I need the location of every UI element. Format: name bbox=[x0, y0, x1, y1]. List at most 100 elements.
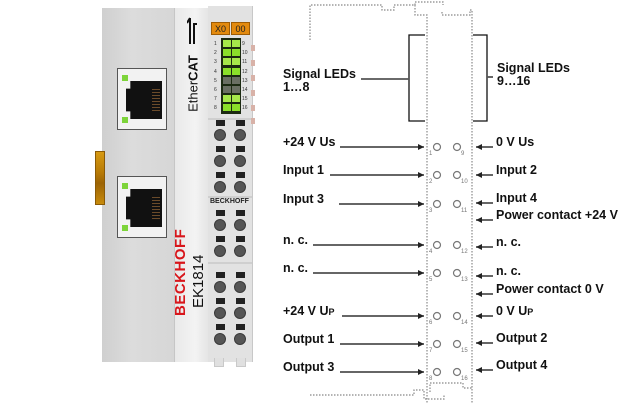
release-slot bbox=[236, 236, 245, 242]
led-number: 4 bbox=[214, 68, 217, 75]
right-terminal-label: Input 2 bbox=[496, 164, 537, 177]
label-text: Input 4 bbox=[496, 191, 537, 205]
signal-led-on bbox=[223, 58, 231, 66]
label-subscript: P bbox=[527, 307, 534, 317]
label-text: n. c. bbox=[496, 264, 522, 278]
led-number: 7 bbox=[214, 96, 217, 103]
led-number: 11 bbox=[242, 59, 248, 66]
power-contact-label: Power contact 0 V bbox=[496, 283, 604, 296]
led-number: 1 bbox=[214, 41, 217, 47]
terminal-point bbox=[432, 142, 442, 152]
arrowhead-icon bbox=[418, 270, 424, 276]
left-terminal-label: Input 3 bbox=[283, 193, 324, 206]
terminal-number: 14 bbox=[461, 320, 468, 326]
label-text: n. c. bbox=[496, 235, 522, 249]
terminal-point bbox=[452, 199, 462, 209]
wire-entry-hole bbox=[214, 245, 226, 257]
wire-entry-hole bbox=[214, 181, 226, 193]
terminal-divider bbox=[208, 262, 252, 264]
power-contact-tab bbox=[251, 75, 255, 81]
terminal-number: 3 bbox=[429, 208, 433, 214]
terminal-number: 9 bbox=[461, 151, 465, 157]
release-slot bbox=[236, 324, 245, 330]
led-header-00: 00 bbox=[231, 22, 250, 35]
arrowhead-icon bbox=[476, 200, 482, 206]
led-number: 16 bbox=[242, 105, 248, 112]
led-number: 6 bbox=[214, 87, 217, 93]
act-led bbox=[122, 117, 128, 123]
label-text: Output 2 bbox=[496, 331, 548, 345]
label-text: n. c. bbox=[283, 233, 309, 247]
right-terminal-label: Output 4 bbox=[496, 359, 547, 372]
arrowhead-icon bbox=[476, 144, 482, 150]
terminal-point bbox=[452, 367, 462, 377]
terminal-point bbox=[452, 170, 462, 180]
release-slot bbox=[236, 272, 245, 278]
release-slot bbox=[216, 210, 225, 216]
terminal-divider bbox=[208, 118, 252, 120]
wire-entry-hole bbox=[234, 281, 246, 293]
label-text: Power contact +24 V bbox=[496, 208, 618, 222]
right-terminal-label: 0 V UP bbox=[496, 305, 533, 319]
release-slot bbox=[236, 120, 245, 126]
led-window bbox=[221, 38, 241, 114]
terminal-number: 8 bbox=[429, 376, 433, 382]
led-number: 8 bbox=[214, 105, 217, 112]
signal-leds-left-label: Signal LEDs 1…8 bbox=[283, 68, 356, 94]
terminal-number: 10 bbox=[461, 179, 468, 185]
arrowhead-icon bbox=[418, 341, 424, 347]
power-contact-tab bbox=[251, 118, 255, 124]
link-led bbox=[122, 183, 128, 189]
wire-entry-hole bbox=[214, 333, 226, 345]
release-slot bbox=[236, 146, 245, 152]
right-terminal-label: 0 V Us bbox=[496, 136, 534, 149]
link-led bbox=[122, 75, 128, 81]
rj45-pins bbox=[152, 197, 160, 219]
led-brackets bbox=[361, 34, 493, 122]
rj45-pins bbox=[152, 89, 160, 111]
release-slot bbox=[236, 172, 245, 178]
release-slot bbox=[216, 324, 225, 330]
label-text: 0 V Us bbox=[496, 135, 535, 149]
label-text: Power contact 0 V bbox=[496, 282, 604, 296]
led-number: 10 bbox=[242, 50, 248, 57]
terminal-point bbox=[432, 199, 442, 209]
led-number: 9 bbox=[242, 41, 245, 47]
label-text: +24 V U bbox=[283, 304, 329, 318]
power-contact-tab bbox=[251, 45, 255, 51]
terminal-point bbox=[452, 339, 462, 349]
terminal-divider bbox=[208, 196, 252, 198]
signal-led-on bbox=[232, 104, 240, 112]
act-led bbox=[122, 225, 128, 231]
arrowhead-icon bbox=[418, 313, 424, 319]
label-text: Output 1 bbox=[283, 332, 335, 346]
housing-foot bbox=[214, 358, 224, 367]
arrowhead-icon bbox=[418, 172, 424, 178]
terminal-number: 12 bbox=[461, 249, 468, 255]
terminal-point bbox=[452, 240, 462, 250]
signal-led-on bbox=[232, 58, 240, 66]
led-number: 5 bbox=[214, 77, 217, 84]
signal-leds-left-title: Signal LEDs bbox=[283, 67, 356, 81]
signal-leds-left-range: 1…8 bbox=[283, 80, 310, 94]
arrowhead-icon bbox=[418, 144, 424, 150]
wire-entry-hole bbox=[214, 307, 226, 319]
release-slot bbox=[236, 210, 245, 216]
power-contact-tab bbox=[251, 90, 255, 96]
label-text: Output 4 bbox=[496, 358, 548, 372]
label-text: Input 1 bbox=[283, 163, 324, 177]
arrowhead-icon bbox=[476, 313, 482, 319]
terminal-point bbox=[432, 268, 442, 278]
signal-led-on bbox=[223, 40, 231, 47]
signal-led-off bbox=[223, 76, 231, 84]
arrowhead-icon bbox=[418, 242, 424, 248]
arrowhead-icon bbox=[476, 291, 482, 297]
signal-led-on bbox=[223, 104, 231, 112]
terminal-point bbox=[432, 240, 442, 250]
terminal-point bbox=[452, 311, 462, 321]
wire-entry-hole bbox=[234, 155, 246, 167]
terminal-number: 6 bbox=[429, 320, 433, 326]
wire-entry-hole bbox=[214, 155, 226, 167]
signal-led-on bbox=[232, 40, 240, 47]
